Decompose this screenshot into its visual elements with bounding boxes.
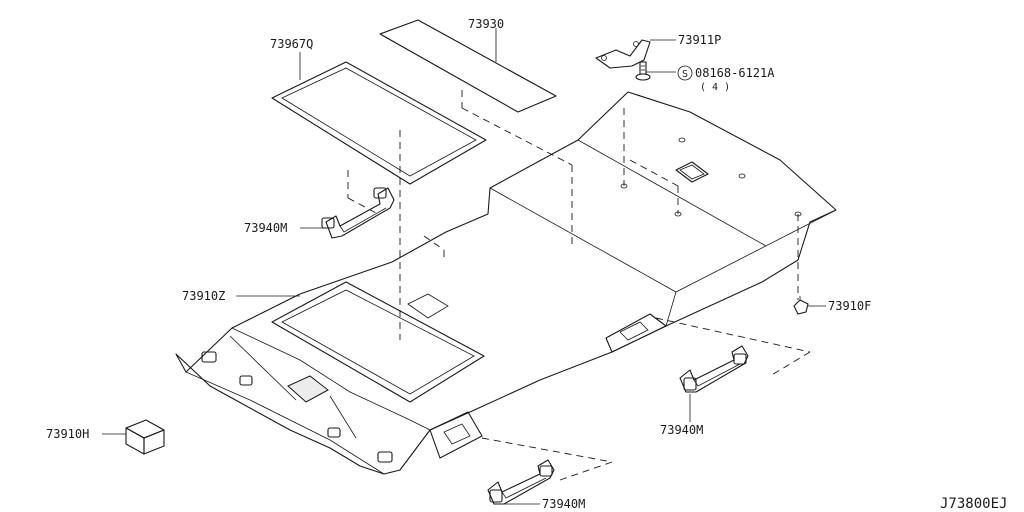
screw-symbol-text: S bbox=[682, 69, 688, 80]
assist-grip-bottom bbox=[487, 459, 555, 505]
label-73940m-right: 73940M bbox=[660, 423, 703, 437]
bolt bbox=[635, 61, 651, 81]
sunvisor-pad bbox=[379, 19, 573, 245]
locating-lines bbox=[347, 108, 811, 481]
headlining bbox=[175, 91, 837, 475]
label-08168-6121a: 08168-6121A bbox=[695, 66, 775, 80]
bracket bbox=[595, 39, 651, 69]
label-73911p: 73911P bbox=[678, 33, 721, 47]
label-73930: 73930 bbox=[468, 17, 504, 31]
label-73910z: 73910Z bbox=[182, 289, 225, 303]
label-73910f: 73910F bbox=[828, 299, 871, 313]
label-73940m-upper: 73940M bbox=[244, 221, 287, 235]
clip-right bbox=[793, 296, 809, 315]
clip-mounts bbox=[201, 351, 393, 463]
assist-grip-upper bbox=[321, 187, 395, 239]
leader-lines bbox=[102, 28, 826, 505]
sunroof-weatherstrip bbox=[271, 61, 487, 340]
screw-symbol-icon: S bbox=[677, 65, 693, 81]
label-bolt-qty: ( 4 ) bbox=[700, 82, 730, 93]
drawing-code: J73800EJ bbox=[940, 496, 1007, 512]
assist-grip-right bbox=[679, 345, 749, 393]
clip-block bbox=[125, 419, 165, 455]
label-73940m-bottom: 73940M bbox=[542, 497, 585, 511]
label-73910h: 73910H bbox=[46, 427, 89, 441]
label-73967q: 73967Q bbox=[270, 37, 313, 51]
